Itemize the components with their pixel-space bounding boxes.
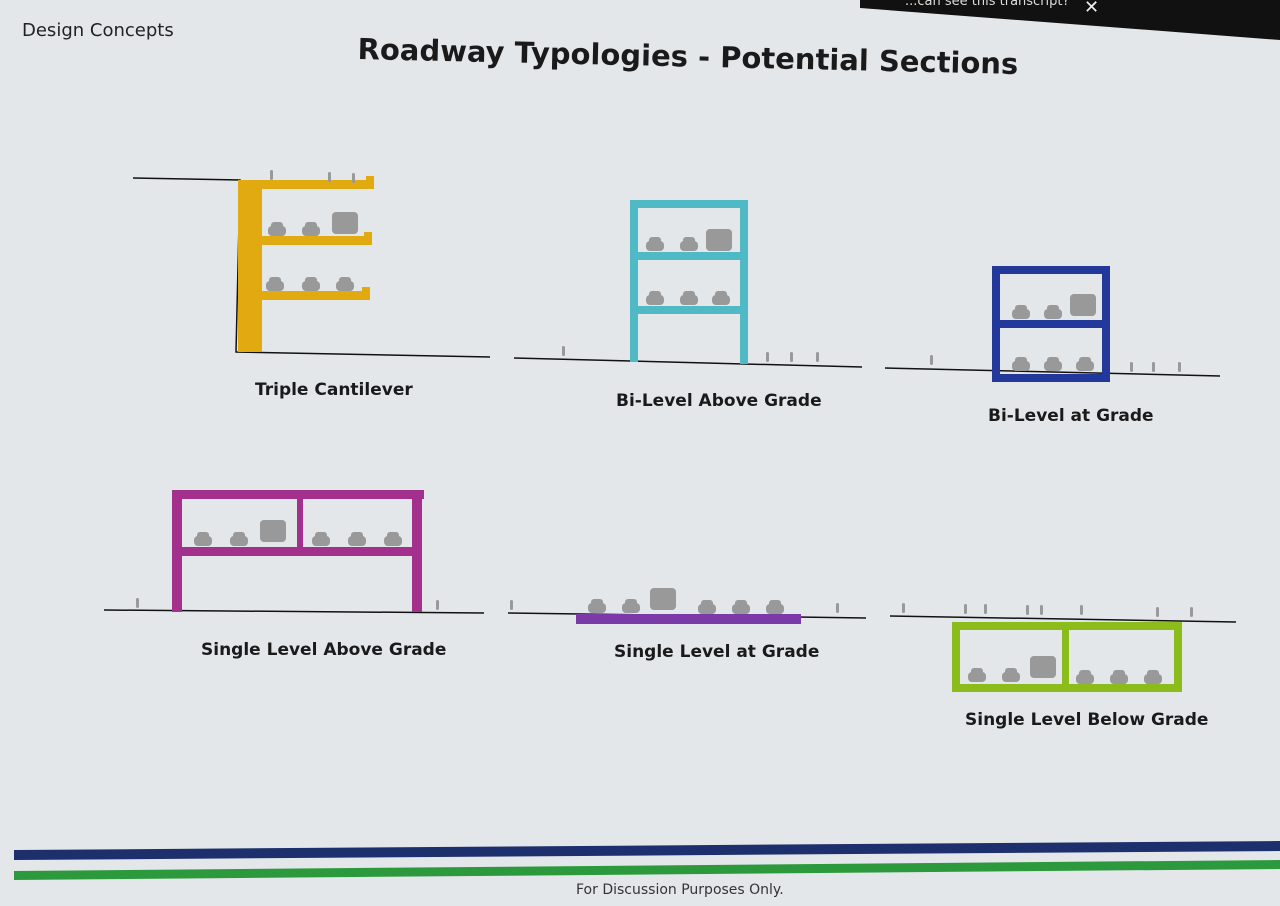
caption-triple-cantilever: Triple Cantilever xyxy=(255,380,413,400)
single-level-at-grade-diagram xyxy=(507,588,867,624)
bi-level-above-grade-diagram xyxy=(513,200,863,368)
footer-bar-navy xyxy=(14,841,1280,860)
footer-bar-green xyxy=(14,860,1280,880)
triple-cantilever-diagram xyxy=(132,170,491,358)
single-level-above-grade-diagram xyxy=(103,490,485,614)
transcript-prompt[interactable]: ...can see this transcript? xyxy=(905,0,1070,9)
caption-bi-level-at-grade: Bi-Level at Grade xyxy=(988,406,1154,426)
section-label: Design Concepts xyxy=(22,20,174,41)
caption-single-level-below-grade: Single Level Below Grade xyxy=(965,710,1209,730)
transcript-banner: ...can see this transcript? ✕ xyxy=(0,0,1280,40)
single-level-below-grade-diagram xyxy=(889,603,1237,692)
caption-bi-level-above-grade: Bi-Level Above Grade xyxy=(616,391,822,411)
footer-disclaimer: For Discussion Purposes Only. xyxy=(576,882,784,898)
caption-single-level-at-grade: Single Level at Grade xyxy=(614,642,820,662)
bi-level-at-grade-diagram xyxy=(884,266,1221,382)
close-icon[interactable]: ✕ xyxy=(1084,0,1100,18)
caption-single-level-above-grade: Single Level Above Grade xyxy=(201,640,447,660)
